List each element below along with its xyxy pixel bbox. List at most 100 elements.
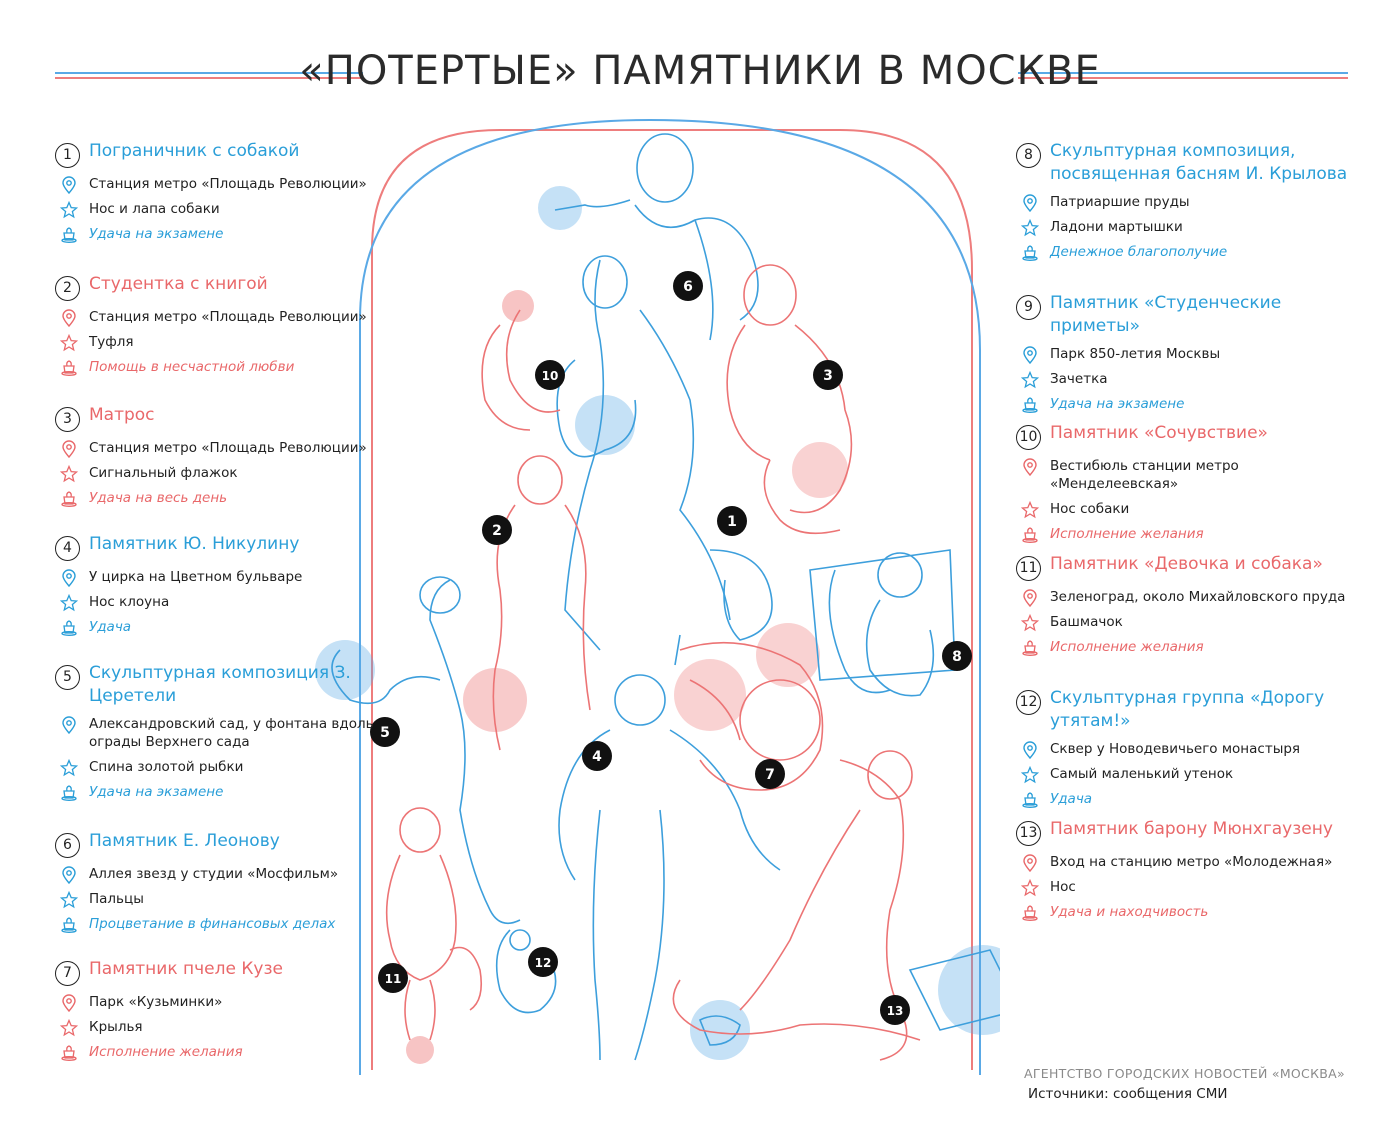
magic-hat-icon <box>60 1044 78 1062</box>
marker-6: 6 <box>673 271 703 301</box>
entry-header: 10 Памятник «Сочувствие» <box>1016 422 1356 450</box>
map-pin-icon <box>1021 194 1039 212</box>
touch-spot-12 <box>690 1000 750 1060</box>
entry-wish-row: Удача <box>1016 790 1356 808</box>
magic-hat-icon <box>60 490 78 508</box>
star-icon <box>1021 501 1039 519</box>
entry-name: Скульптурная композиция З. Церетели <box>89 663 351 706</box>
svg-text:1: 1 <box>727 514 737 530</box>
entry-location-row: Парк «Кузьминки» <box>55 993 385 1011</box>
entry-number: 10 <box>1016 425 1041 450</box>
touch-spot-5 <box>315 640 375 700</box>
entry-number: 6 <box>55 833 80 858</box>
marker-group: 1 2 3 4 5 6 7 8 9 10 11 12 13 <box>370 271 972 1025</box>
entry-touch-row: Башмачок <box>1016 613 1356 631</box>
entry-location-row: Станция метро «Площадь Революции» <box>55 308 385 326</box>
entry-touch-part: Нос собаки <box>1050 501 1130 517</box>
svg-text:3: 3 <box>823 368 833 384</box>
star-icon <box>60 759 78 777</box>
entry-touch-part: Зачетка <box>1050 371 1108 387</box>
entry-wish: Исполнение желания <box>1050 526 1204 542</box>
entry-location: Парк «Кузьминки» <box>89 994 223 1010</box>
blue-arch-frame <box>359 118 981 1075</box>
entry-location-row: Вестибюль станции метро «Менделеевская» <box>1016 457 1356 493</box>
magic-hat-icon <box>60 916 78 934</box>
entry-name: Памятник «Сочувствие» <box>1050 423 1268 443</box>
marker-10: 10 <box>535 360 565 390</box>
map-pin-icon <box>1021 346 1039 364</box>
entry-location: Аллея звезд у студии «Мосфильм» <box>89 866 339 882</box>
star-icon <box>60 201 78 219</box>
entry-location: Парк 850-летия Москвы <box>1050 346 1221 362</box>
red-arch-frame <box>371 129 973 1070</box>
star-icon <box>60 1019 78 1037</box>
marker-2: 2 <box>482 515 512 545</box>
magic-hat-icon <box>1021 396 1039 414</box>
entry-location: У цирка на Цветном бульваре <box>89 569 303 585</box>
entry-number: 1 <box>55 143 80 168</box>
entry-location-row: Парк 850-летия Москвы <box>1016 345 1356 363</box>
touch-spot-10 <box>502 290 534 322</box>
map-pin-icon <box>60 866 78 884</box>
footer-sources: Источники: сообщения СМИ <box>1028 1086 1228 1102</box>
map-pin-icon <box>60 440 78 458</box>
entry-touch-part: Туфля <box>89 334 134 350</box>
entry-wish-row: Денежное благополучие <box>1016 243 1356 261</box>
entry-number: 11 <box>1016 556 1041 581</box>
entry-touch-row: Пальцы <box>55 890 385 908</box>
star-icon <box>1021 879 1039 897</box>
entry-location: Станция метро «Площадь Революции» <box>89 176 367 192</box>
svg-text:12: 12 <box>535 956 552 970</box>
entry-wish: Удача <box>1050 791 1093 807</box>
entry-touch-row: Спина золотой рыбки <box>55 758 385 776</box>
entry-wish-row: Удача на экзамене <box>1016 395 1356 413</box>
svg-text:7: 7 <box>765 767 775 783</box>
marker-5: 5 <box>370 717 400 747</box>
entry-wish-row: Удача <box>55 618 385 636</box>
entry-touch-row: Нос собаки <box>1016 500 1356 518</box>
entry-touch-row: Сигнальный флажок <box>55 464 385 482</box>
magic-hat-icon <box>1021 904 1039 922</box>
entry-location-row: Александровский сад, у фонтана вдоль огр… <box>55 715 385 751</box>
entry-number: 8 <box>1016 143 1041 168</box>
entry-name: Памятник барону Мюнхгаузену <box>1050 819 1333 839</box>
entry-wish-row: Удача на экзамене <box>55 783 385 801</box>
star-icon <box>60 334 78 352</box>
entry-wish: Удача <box>89 619 132 635</box>
star-icon <box>1021 766 1039 784</box>
entry-wish-row: Исполнение желания <box>55 1043 385 1061</box>
entry-number: 5 <box>55 665 80 690</box>
svg-text:6: 6 <box>683 279 693 295</box>
star-icon <box>1021 371 1039 389</box>
entry-wish-row: Удача на весь день <box>55 489 385 507</box>
entry-header: 5 Скульптурная композиция З. Церетели <box>55 662 385 708</box>
entry-location: Зеленоград, около Михайловского пруда <box>1050 589 1346 605</box>
marker-8: 8 <box>942 641 972 671</box>
entry-number: 13 <box>1016 821 1041 846</box>
entry-location-row: Патриаршие пруды <box>1016 193 1356 211</box>
magic-hat-icon <box>60 619 78 637</box>
entry-wish: Удача на весь день <box>89 490 228 506</box>
entry-wish-row: Помощь в несчастной любви <box>55 358 385 376</box>
entry-name: Матрос <box>89 405 155 425</box>
marker-3: 3 <box>813 360 843 390</box>
entry-touch-part: Нос и лапа собаки <box>89 201 220 217</box>
red-figures <box>385 264 921 1061</box>
touch-spot-7a <box>674 659 746 731</box>
entry-name: Скульптурная группа «Дорогу утятам!» <box>1050 688 1325 731</box>
marker-4: 4 <box>582 741 612 771</box>
entry-number: 4 <box>55 536 80 561</box>
page-title: «ПОТЕРТЫЕ» ПАМЯТНИКИ В МОСКВЕ <box>299 48 1101 94</box>
entry-touch-part: Сигнальный флажок <box>89 465 238 481</box>
